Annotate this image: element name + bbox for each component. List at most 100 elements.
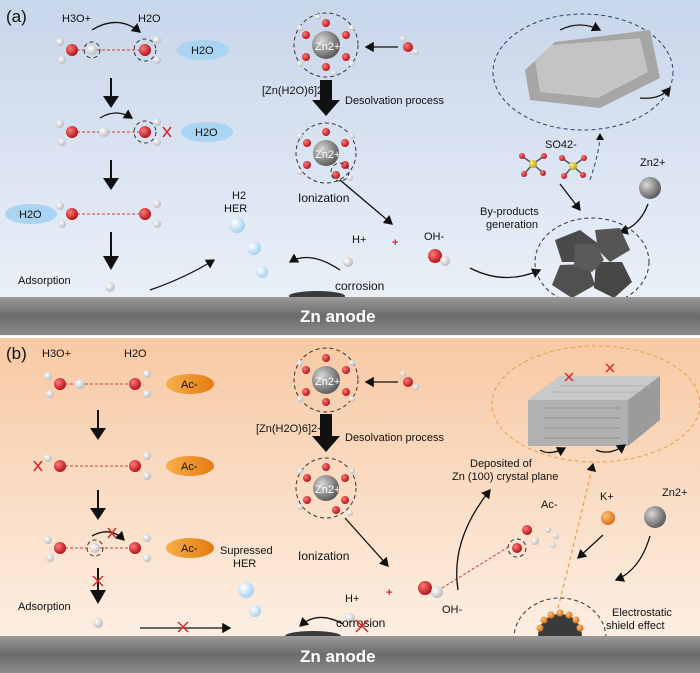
b-h-plus-label: H+ [345,593,359,605]
b-h-plus-atom [345,613,355,623]
b-ac-bubble-2 [166,456,214,476]
b-k-arrow [577,534,604,559]
a-desolvation-arrow [312,80,340,116]
b-electrostatic-label-1: Electrostatic [612,607,672,619]
b-down-arrow-2 [90,490,106,520]
a-row3 [56,200,161,228]
b-blocked-cross-3 [355,619,369,633]
b-ionization-arrow [344,517,389,567]
a-oh-molecule [428,249,450,266]
a-zn2-label: Zn2+ [640,157,665,169]
b-zn-atom [644,506,666,528]
b-row2 [33,452,151,480]
a-ionization-arrow [339,179,393,225]
b-zn-arrow [614,535,651,582]
b-zn-complex-mid [295,457,357,519]
b-deposited-label-1: Deposited of [470,458,533,470]
b-ac-label-1: Ac- [181,379,198,391]
b-desolvation-label: Desolvation process [345,432,445,444]
a-zn-anode [0,297,700,335]
a-zn-arrow [618,203,649,235]
a-oh-arrow [469,267,542,279]
b-blocked-cross-2 [177,621,189,633]
a-h2-label: H2 [232,190,246,202]
b-zn100-rod [491,345,700,609]
a-dendrite-cluster [492,13,674,181]
b-ac-bubble-1 [166,374,214,394]
b-k-label: K+ [600,491,614,503]
a-row1 [56,21,161,64]
b-adsorption-label: Adsorption [18,601,71,613]
b-electrostatic-label-2: shield effect [606,620,665,632]
a-corrosion-label: corrosion [335,279,384,293]
a-free-water [400,36,419,55]
a-h2o-bubble-1-label: H2O [191,45,214,57]
b-zn2-label: Zn2+ [662,487,687,499]
a-h2o-bubble-2 [181,122,233,142]
a-zn-atom [639,177,661,199]
a-down-arrow-1 [103,78,119,108]
b-adsorbed-h [93,618,103,628]
b-plus-sign: + [386,587,392,599]
a-byproducts-label-1: By-products [480,206,539,218]
b-h3o-label: H3O+ [42,348,71,360]
b-zn-anode-label: Zn anode [300,647,376,666]
b-h2o-label: H2O [124,348,147,360]
a-zn-anode-label: Zn anode [300,307,376,326]
b-down-arrow-3 [90,568,106,604]
a-byproduct-cluster [534,217,650,307]
b-row1 [44,370,151,398]
a-h-plus-arrow [288,253,341,271]
b-deposit-arrow [456,488,491,591]
a-sulfate-label: SO42- [545,139,577,151]
a-desolvation-label: Desolvation process [345,95,445,107]
a-zn-complex-top [293,12,359,78]
b-zn-core-label-1: Zn2+ [315,376,340,388]
a-zn-core-label-1: Zn2+ [315,41,340,53]
a-adsorbed-h [105,282,115,292]
a-oh-label: OH- [424,231,445,243]
b-ac-mol-label: Ac- [541,499,558,511]
a-h-plus-label: H+ [352,234,366,246]
a-plus-sign: + [392,237,398,249]
panel-b-label: (b) [6,344,27,363]
b-oh-label: OH- [442,604,463,616]
a-h2o-bubble-2-label: H2O [195,127,218,139]
a-her-label: HER [224,203,247,215]
b-corrosion-label: corrosion [336,616,385,630]
b-ac-label-2: Ac- [181,461,198,473]
b-oh-ac-hbond [441,545,511,589]
b-zn-complex-label: [Zn(H2O)6]2+ [256,423,324,435]
b-desolvation-arrow [312,414,340,452]
b-suppressed-label-2: HER [233,558,256,570]
b-down-arrow-1 [90,410,106,440]
a-zn-complex-label: [Zn(H2O)6]2+ [262,85,330,97]
b-free-water [400,371,419,390]
a-h2o-bubble-1 [177,40,229,60]
b-ionization-label: Ionization [298,549,349,563]
b-k-atom [601,511,615,525]
a-down-arrow-3 [103,232,119,270]
a-adsorption-label: Adsorption [18,275,71,287]
b-zn-anode [0,636,700,673]
a-sulfate-arrow [559,183,581,212]
b-h-plus-arrow [299,616,344,627]
b-blocked-cross-1 [92,575,104,587]
b-oh-molecule [418,581,443,598]
a-zn-core-label-2: Zn2+ [315,149,340,161]
a-down-arrow-2 [103,160,119,190]
a-h3o-label: H3O+ [62,13,91,25]
a-sulfate-ions [519,153,587,179]
b-row3 [44,527,151,562]
b-ac-bubble-3 [166,538,214,558]
a-zn-complex-mid [295,122,357,184]
a-h2o-bubble-3 [5,204,57,224]
a-her-bubbles [229,217,268,278]
a-h-plus-atom [343,257,353,267]
b-ac-molecule [507,525,559,558]
b-zn-complex-top [293,347,359,413]
b-deposited-label-2: Zn (100) crystal plane [452,471,558,483]
b-her-bubbles [238,582,261,617]
b-suppressed-label-1: Supressed [220,545,273,557]
